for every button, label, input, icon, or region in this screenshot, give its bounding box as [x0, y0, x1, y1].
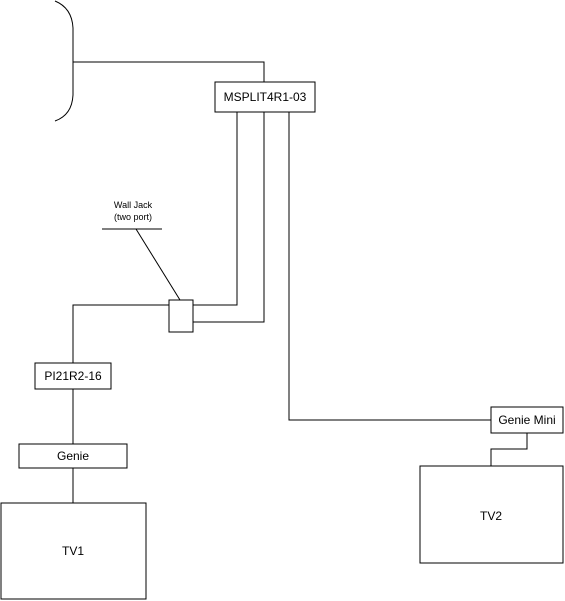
- genie-node: Genie: [18, 443, 128, 469]
- tv1-node: TV1: [0, 502, 147, 600]
- tv2-label: TV2: [480, 509, 502, 523]
- jack-to-inserter-wire: [72, 304, 169, 363]
- tv1-label: TV1: [62, 544, 84, 558]
- wall-jack-label: Wall Jack: [114, 200, 153, 210]
- splitter-node: MSPLIT4R1-03: [214, 81, 316, 113]
- power-inserter-node: PI21R2-16: [34, 362, 112, 390]
- splitter-label: MSPLIT4R1-03: [224, 90, 307, 104]
- wall-jack-sublabel: (two port): [114, 212, 152, 222]
- splitter-to-jack-wire-2: [193, 112, 265, 323]
- wall-jack-callout-line: [135, 228, 181, 301]
- dish-to-splitter-wire: [73, 61, 265, 82]
- splitter-to-jack-wire-1: [193, 112, 238, 306]
- genie-mini-label: Genie Mini: [498, 413, 555, 427]
- tv2-node: TV2: [419, 465, 564, 564]
- wall-jack-node: [168, 299, 194, 333]
- genie-mini-to-tv2-wire: [490, 433, 528, 466]
- genie-label: Genie: [57, 449, 89, 463]
- splitter-to-genie-mini-wire: [288, 112, 491, 421]
- power-inserter-label: PI21R2-16: [44, 369, 102, 383]
- genie-mini-node: Genie Mini: [490, 406, 564, 434]
- satellite-dish-icon: [54, 0, 74, 122]
